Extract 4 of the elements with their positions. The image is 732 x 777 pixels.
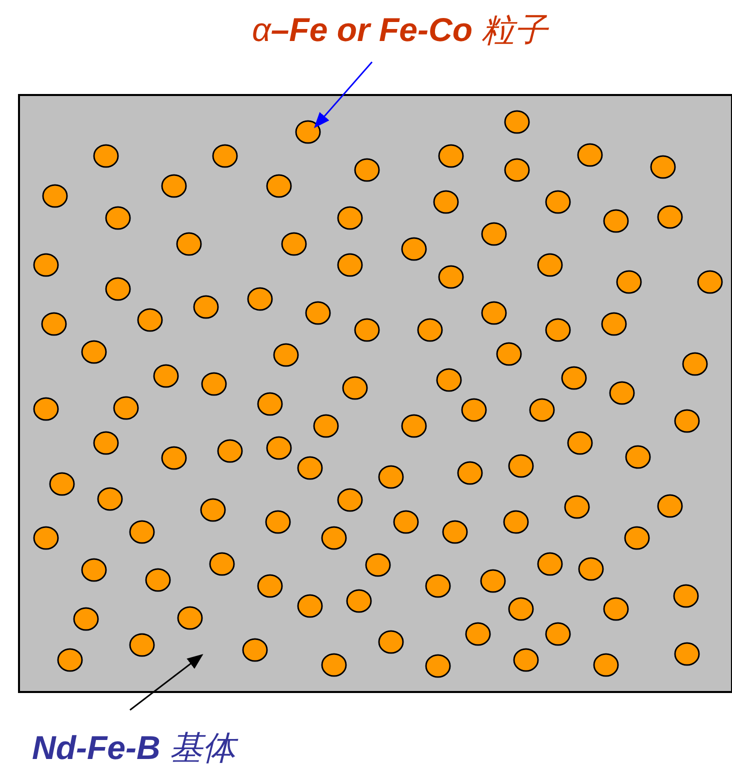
arrow	[130, 654, 204, 711]
arrow	[314, 62, 373, 128]
particle-circle	[295, 120, 321, 144]
particle-label: α–Fe or Fe-Co 粒子	[252, 10, 548, 50]
